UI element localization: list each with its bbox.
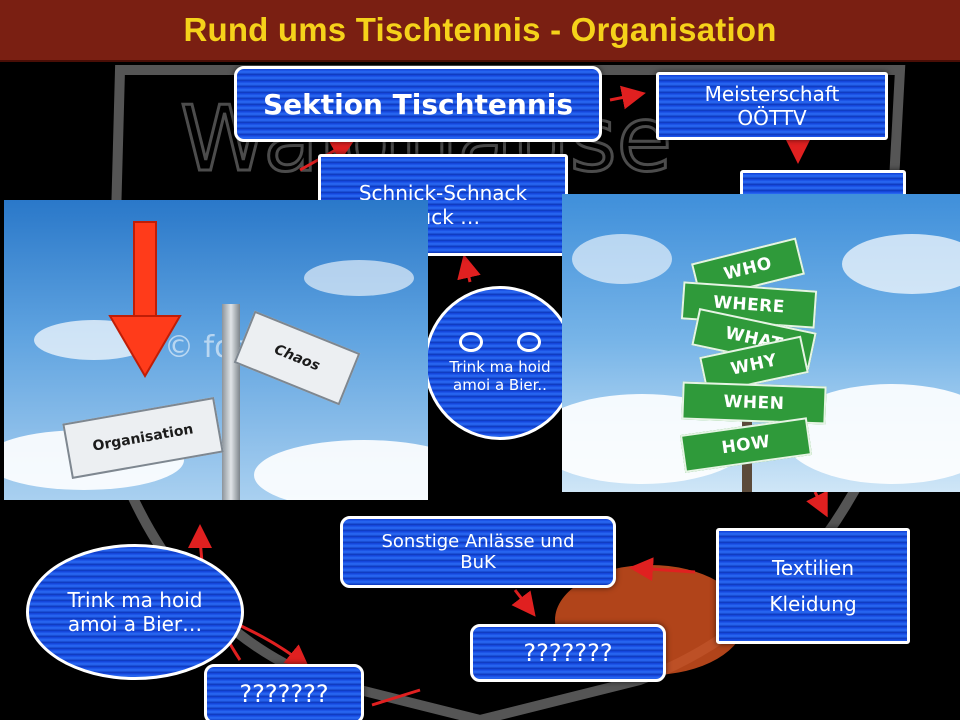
page-title: Rund ums Tischtennis - Organisation [183, 11, 777, 48]
sign-why-label: WHY [729, 350, 779, 380]
sign-chaos-label: Chaos [271, 341, 323, 375]
face-eyes [459, 332, 541, 352]
box-meisterschaft-line1: Meisterschaft [704, 82, 840, 106]
cloud-shape [572, 234, 672, 284]
diagram-stage: Waldhause Sektion Tischtennis Meistersch… [0, 60, 960, 720]
sign-chaos: Chaos [233, 310, 361, 406]
ellipse-bottom-line1: Trink ma hoid [67, 588, 203, 612]
arrow-face-to-schnick [457, 254, 481, 283]
box-sektion-label: Sektion Tischtennis [262, 87, 574, 121]
sign-who-label: WHO [721, 253, 775, 285]
cloud-shape [304, 260, 414, 296]
photo-organisation-chaos: © fotolia Chaos Organisation [4, 200, 428, 500]
title-bar: Rund ums Tischtennis - Organisation [0, 0, 960, 62]
signpost-pole [222, 304, 240, 500]
box-textilien: Textilien Kleidung [716, 528, 910, 644]
ellipse-bottom-line2: amoi a Bier… [67, 612, 203, 636]
box-schnick-schnack: Schnick-Schnack nuck … [318, 154, 568, 256]
box-textilien-line1: Textilien [771, 556, 855, 580]
ellipse-face-line1: Trink ma hoid [449, 358, 551, 376]
arrow-to-textilien [806, 490, 828, 518]
arrow-bottom-line [371, 688, 421, 707]
box-qmark2-label: ??????? [239, 680, 329, 708]
photo-question-signposts: WHO WHERE WHAT WHY WHEN HOW [562, 194, 960, 492]
box-qmark1-label: ??????? [523, 639, 613, 667]
sign-how-label: HOW [720, 431, 772, 459]
ellipse-face: Trink ma hoid amoi a Bier.. [424, 286, 576, 440]
eye-icon [459, 332, 483, 352]
box-meisterschaft: Meisterschaft OÖTTV [656, 72, 888, 140]
box-meisterschaft-line2: OÖTTV [737, 106, 807, 130]
arrow-textilien-to-ball [629, 557, 696, 582]
eye-icon [517, 332, 541, 352]
cloud-shape [254, 440, 428, 500]
box-sonstige-anlaesse: Sonstige Anlässe und BuK [340, 516, 616, 588]
red-down-arrow-icon [108, 221, 182, 378]
box-sonstige-line2: BuK [460, 552, 496, 573]
ellipse-face-line2: amoi a Bier.. [453, 376, 547, 394]
box-sektion-tischtennis: Sektion Tischtennis [234, 66, 602, 142]
sign-when-label: WHEN [723, 391, 785, 415]
ellipse-bottom-left: Trink ma hoid amoi a Bier… [26, 544, 244, 680]
cloud-shape [842, 234, 960, 294]
box-sonstige-line1: Sonstige Anlässe und [381, 531, 575, 552]
arrow-sektion-meisterschaft [609, 85, 646, 110]
box-question-marks-2: ??????? [204, 664, 364, 720]
box-textilien-line2: Kleidung [769, 592, 857, 616]
sign-organisation-label: Organisation [91, 421, 195, 455]
arrow-sonstige-to-qmark [511, 589, 536, 617]
box-question-marks-1: ??????? [470, 624, 666, 682]
